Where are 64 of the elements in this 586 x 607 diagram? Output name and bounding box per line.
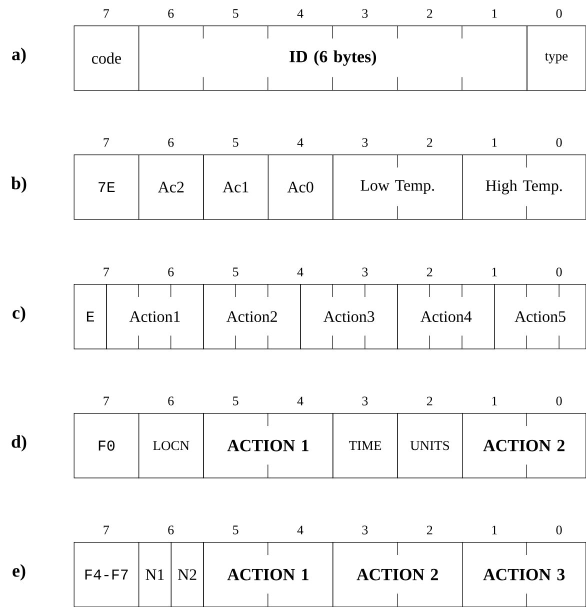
field-box: N1 bbox=[138, 542, 172, 607]
row-label: e) bbox=[12, 564, 26, 580]
byte-number: 1 bbox=[492, 268, 497, 276]
field-box: Action5 bbox=[494, 284, 586, 350]
byte-number: 4 bbox=[297, 396, 304, 406]
byte-number: 2 bbox=[426, 526, 432, 534]
byte-number: 7 bbox=[104, 396, 110, 406]
byte-number: 3 bbox=[362, 138, 368, 147]
byte-number: 4 bbox=[297, 526, 304, 534]
field-box: ACTION 3 bbox=[462, 542, 586, 607]
row-label: d) bbox=[12, 435, 26, 452]
byte-number: 3 bbox=[362, 268, 368, 276]
byte-number: 1 bbox=[492, 138, 497, 147]
byte-number: 2 bbox=[426, 396, 432, 406]
byte-number: 4 bbox=[297, 138, 304, 147]
byte-number: 4 bbox=[297, 268, 304, 276]
byte-number: 7 bbox=[104, 268, 110, 276]
field-box: Action2 bbox=[203, 284, 301, 350]
field-box: F0 bbox=[74, 413, 140, 478]
field-box: TIME bbox=[332, 413, 398, 478]
byte-number: 7 bbox=[104, 138, 110, 147]
field-box: ACTION 2 bbox=[462, 413, 586, 478]
field-box: ACTION 1 bbox=[203, 413, 334, 478]
byte-number: 1 bbox=[492, 526, 497, 534]
row-label: a) bbox=[12, 48, 26, 64]
field-box: LOCN bbox=[138, 413, 204, 478]
byte-number: 3 bbox=[362, 396, 368, 406]
byte-number: 6 bbox=[168, 396, 174, 406]
byte-number: 6 bbox=[168, 138, 174, 147]
byte-number: 1 bbox=[492, 396, 497, 406]
byte-number: 5 bbox=[233, 526, 238, 534]
byte-number: 2 bbox=[426, 268, 432, 276]
field-box: Low Temp. bbox=[332, 154, 463, 220]
byte-number: 5 bbox=[233, 138, 238, 147]
field-box: type bbox=[526, 26, 586, 91]
field-box: UNITS bbox=[397, 413, 463, 478]
field-box: Ac1 bbox=[203, 154, 268, 220]
field-box: High Temp. bbox=[462, 154, 586, 220]
field-box: Action4 bbox=[397, 284, 495, 350]
field-box: 7E bbox=[74, 154, 140, 220]
byte-number: 5 bbox=[233, 396, 238, 406]
field-box: ACTION 2 bbox=[332, 542, 463, 607]
byte-number: 1 bbox=[492, 9, 497, 18]
field-box: Ac2 bbox=[138, 154, 204, 220]
row-label: c) bbox=[12, 306, 26, 322]
field-box: code bbox=[74, 26, 140, 91]
field-box: Ac0 bbox=[268, 154, 334, 220]
byte-number: 3 bbox=[362, 526, 368, 534]
field-box: ACTION 1 bbox=[203, 542, 334, 607]
field-box: Action1 bbox=[106, 284, 204, 350]
byte-number: 7 bbox=[104, 526, 110, 534]
byte-number: 6 bbox=[168, 526, 174, 534]
field-box: E bbox=[74, 284, 107, 350]
field-box: Action3 bbox=[300, 284, 398, 350]
byte-number: 0 bbox=[556, 9, 562, 18]
byte-number: 7 bbox=[104, 9, 110, 18]
field-box: F4-F7 bbox=[74, 542, 140, 607]
row-label: b) bbox=[11, 176, 26, 193]
byte-number: 5 bbox=[233, 268, 238, 276]
byte-number: 2 bbox=[426, 138, 432, 147]
field-box: N2 bbox=[170, 542, 204, 607]
byte-number: 6 bbox=[168, 9, 174, 18]
field-box: ID (6 bytes) bbox=[138, 26, 528, 91]
byte-number: 6 bbox=[168, 268, 174, 276]
